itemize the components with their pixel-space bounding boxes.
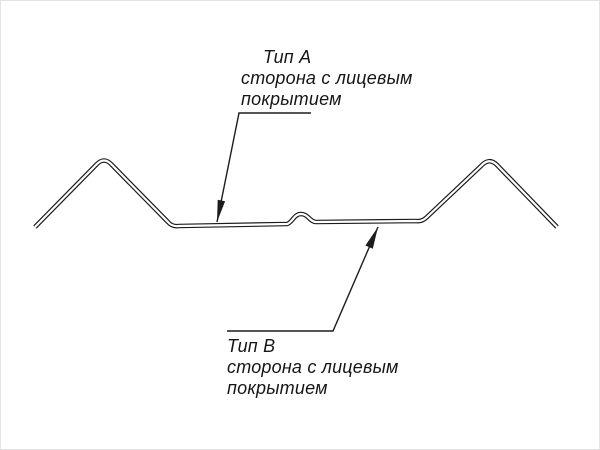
leader-line-type-a: [216, 112, 311, 223]
label-type-a-line1: сторона с лицевым: [241, 68, 413, 88]
arrowhead-type-b: [365, 227, 378, 249]
label-type-b-line2: покрытием: [227, 378, 328, 398]
leader-line-type-b: [227, 226, 379, 332]
label-type-a-line2: покрытием: [241, 89, 342, 109]
label-type-a-title: Тип А: [263, 47, 312, 67]
label-type-b: Тип В сторона с лицевым покрытием: [227, 336, 399, 399]
label-type-b-title: Тип В: [227, 336, 276, 356]
arrowhead-type-a: [217, 199, 226, 222]
sheet-profile-inner-highlight: [34, 159, 558, 228]
label-type-a: Тип А сторона с лицевым покрытием: [241, 47, 413, 110]
label-type-b-line1: сторона с лицевым: [227, 357, 399, 377]
